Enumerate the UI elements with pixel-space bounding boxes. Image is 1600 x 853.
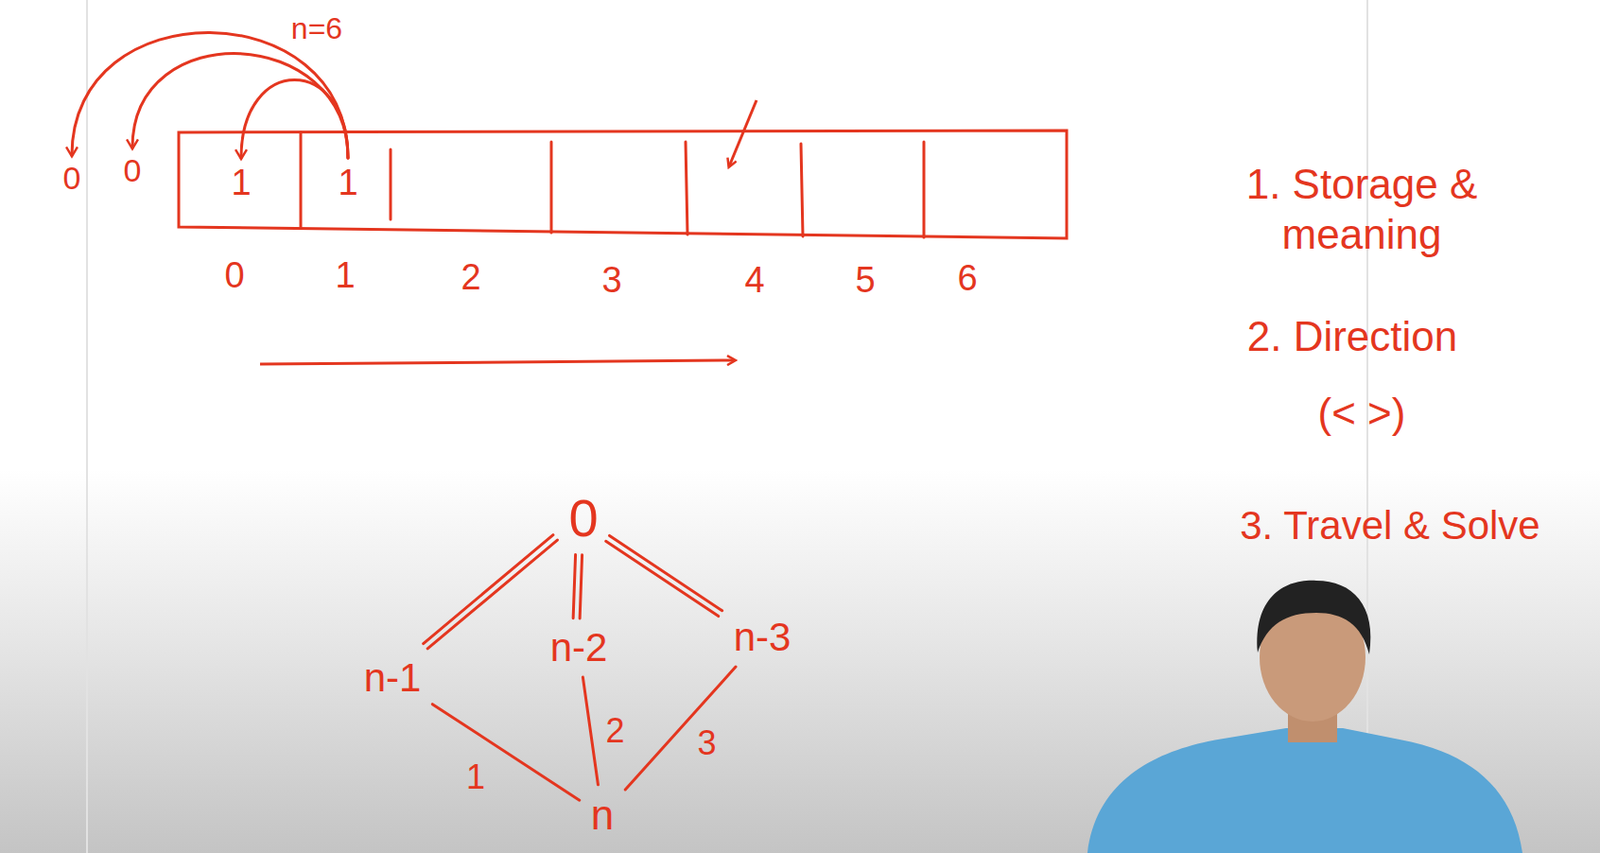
connector [241,80,348,159]
index-number: 2 [460,256,481,300]
connector-stroke [609,535,723,610]
direction-arrow [260,360,735,365]
array-outline [178,130,1067,239]
connector-stroke [71,32,348,158]
page-edge [86,0,88,853]
connector-stroke [423,535,554,644]
edge-weight: 3 [697,722,717,764]
connector-stroke [573,555,575,619]
connector [71,32,348,158]
node-text: n-2 [550,626,609,670]
index-number: 6 [956,257,977,301]
connector-stroke [241,80,348,159]
node-text: 1 [230,163,251,204]
connector [573,555,582,619]
step-note: 3. Travel & Solve [1239,502,1540,550]
connector [606,535,723,616]
step-note: 2. Direction [1247,312,1459,363]
node-text: 1 [337,163,358,204]
connector [625,666,736,790]
connector-stroke [432,704,579,800]
connector-stroke [427,539,557,649]
hand-node: 0 [57,158,87,198]
index-number: 3 [601,259,622,303]
pointer-arrow [729,100,757,167]
node-text: n-3 [733,615,792,660]
hand-node: 1 [225,161,257,206]
connector [582,677,598,785]
connector [432,704,579,800]
node-text: 0 [63,160,82,196]
index-number: 5 [854,259,875,303]
array-size: n=6 [291,10,343,47]
edge-weight: 1 [466,756,486,798]
edge-weight: 2 [605,710,625,751]
hand-node: n [585,790,620,840]
connector-stroke [606,540,719,616]
hand-node: 0 [562,486,604,550]
node-text: n-1 [364,656,422,700]
hand-node: 0 [118,151,148,191]
connector-stroke [132,53,348,159]
step-note: (< >) [1318,388,1407,439]
hand-node: n-3 [728,613,798,661]
connector-stroke [625,666,736,790]
node-text: 0 [568,488,598,548]
connector-stroke [582,677,598,785]
connector [423,535,558,649]
presenter [1087,580,1523,853]
index-number: 4 [744,259,765,303]
connector-stroke [579,555,582,619]
hand-node: n-1 [358,654,428,702]
index-number: 0 [224,254,244,298]
node-text: n [591,792,614,838]
connector [132,53,348,159]
step-note: 1. Storage & meaning [1205,159,1518,261]
node-text: 0 [123,153,142,189]
hand-node: n-2 [544,624,614,672]
index-number: 1 [334,254,355,298]
hand-node: 1 [331,161,364,206]
